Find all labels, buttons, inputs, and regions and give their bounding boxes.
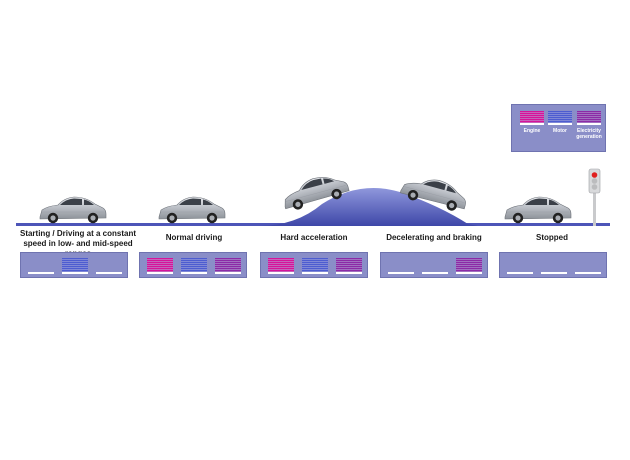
inactive-indicator xyxy=(507,258,533,274)
engine-active-indicator xyxy=(268,258,294,274)
traffic-light-icon xyxy=(588,168,601,226)
car-icon xyxy=(39,196,107,224)
stage-panel-stopped xyxy=(499,252,607,278)
stage-panel-hard xyxy=(260,252,368,278)
stage-panel-starting xyxy=(20,252,128,278)
engine-active-indicator xyxy=(147,258,173,274)
inactive-indicator xyxy=(575,258,601,274)
motor-active-indicator xyxy=(302,258,328,274)
legend-generation-label: Electricity generation xyxy=(576,128,602,140)
legend-engine: Engine xyxy=(518,111,546,134)
stage-panel-braking xyxy=(380,252,488,278)
motor-active-indicator xyxy=(62,258,88,274)
car-icon xyxy=(504,196,572,224)
generation-swatch xyxy=(577,111,601,125)
stage-label-hard: Hard acceleration xyxy=(280,233,348,242)
legend-motor: Motor xyxy=(546,111,574,134)
inactive-indicator xyxy=(422,258,448,274)
motor-active-indicator xyxy=(181,258,207,274)
legend-engine-label: Engine xyxy=(523,128,541,134)
electricity-generation-active-indicator xyxy=(456,258,482,274)
stage-panel-normal xyxy=(139,252,247,278)
inactive-indicator xyxy=(28,258,54,274)
stage-label-normal: Normal driving xyxy=(165,233,223,242)
motor-swatch xyxy=(548,111,572,125)
engine-swatch xyxy=(520,111,544,125)
legend-motor-label: Motor xyxy=(553,128,567,134)
stage-label-braking: Decelerating and braking xyxy=(386,233,482,242)
car-icon xyxy=(158,196,226,224)
electricity-generation-active-indicator xyxy=(215,258,241,274)
electricity-generation-active-indicator xyxy=(336,258,362,274)
inactive-indicator xyxy=(96,258,122,274)
legend-generation: Electricity generation xyxy=(574,111,604,140)
legend: Engine Motor Electricity generation xyxy=(511,104,606,152)
inactive-indicator xyxy=(541,258,567,274)
inactive-indicator xyxy=(388,258,414,274)
hill xyxy=(258,188,478,226)
stage-label-stopped: Stopped xyxy=(536,233,568,242)
